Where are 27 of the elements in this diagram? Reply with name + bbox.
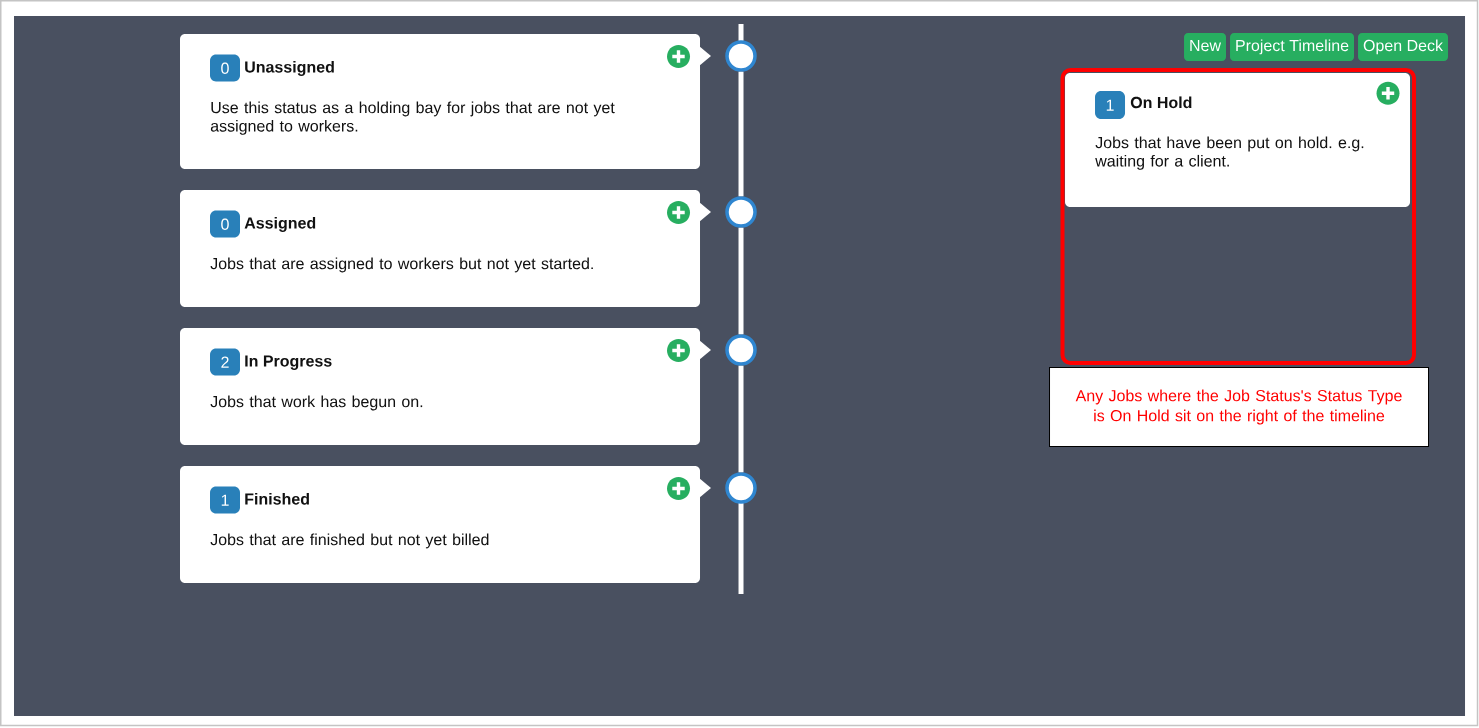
- card-description: Jobs that are finished but not yet billed: [210, 533, 489, 549]
- count-badge: 1: [1095, 91, 1125, 119]
- card-description: Jobs that are assigned to workers but not yet started.: [210, 257, 593, 273]
- card-description: Jobs that have been put on hold. e.g. waiting for a client.: [1095, 136, 1364, 170]
- card-title: On Hold: [1130, 96, 1192, 109]
- note-box: Any Jobs where the Job Status's Status Type is On Hold sit on the right of the timeline: [1049, 367, 1429, 447]
- action-button: New: [1184, 33, 1226, 61]
- timeline-line: [738, 71, 744, 197]
- card-title: Assigned: [244, 216, 316, 232]
- card-title: Finished: [245, 492, 309, 505]
- action-button: Project Timeline: [1230, 33, 1354, 61]
- card-title: In Progress: [245, 355, 332, 370]
- status-card: [180, 190, 711, 307]
- card-title: Unassigned: [245, 60, 334, 76]
- card-description: Jobs that work has begun on.: [210, 395, 423, 411]
- timeline-line: [738, 227, 744, 335]
- timeline-dot: [725, 40, 757, 72]
- status-card: [180, 34, 711, 169]
- status-card: [1065, 73, 1410, 207]
- action-button: Open Deck: [1358, 33, 1448, 61]
- timeline-dot: [725, 472, 757, 504]
- card-description: Use this status as a holding bay for jobs that are not yet assigned to workers.: [210, 101, 615, 135]
- timeline-dot: [725, 334, 757, 366]
- timeline-line: [738, 365, 744, 473]
- status-card: [180, 466, 711, 583]
- timeline-dot: [725, 196, 757, 228]
- status-card: [180, 328, 711, 445]
